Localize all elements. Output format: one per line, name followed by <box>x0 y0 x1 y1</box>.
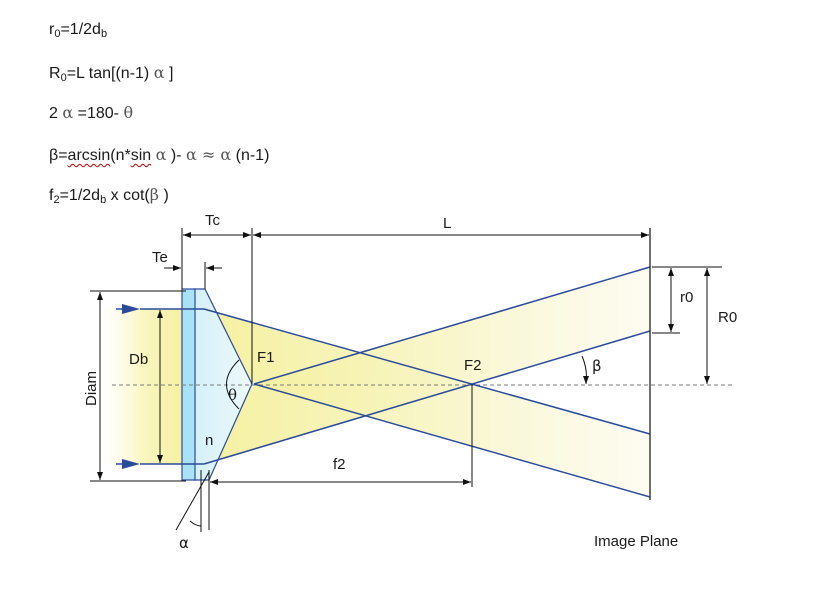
diam-arrow-bottom <box>97 472 103 480</box>
te-arrow-right <box>206 265 214 271</box>
r0-arrow-bottom <box>668 324 674 332</box>
arrowhead-lower-ray <box>122 459 140 469</box>
alpha-arc <box>189 520 202 527</box>
ray-lower-inner <box>253 266 651 385</box>
label-f2-length: f2 <box>333 456 346 473</box>
label-tc: Tc <box>205 212 221 229</box>
label-alpha: α <box>179 534 189 552</box>
beta-arrow <box>583 376 589 384</box>
f2-arrow-right <box>463 479 471 485</box>
equation-beta: β=arcsin(n*sin α )- α ≈ α (n-1) <box>49 145 270 164</box>
label-theta: θ <box>228 386 237 404</box>
label-f1: F1 <box>257 349 275 366</box>
R0-arrow-bottom <box>704 376 710 384</box>
label-db: Db <box>129 351 148 368</box>
upper-output-beam <box>204 310 650 497</box>
f2-arrow-left <box>210 479 218 485</box>
label-te: Te <box>152 249 168 266</box>
label-l: L <box>443 215 451 232</box>
ray-upper-outer <box>203 308 651 435</box>
db-arrow-bottom <box>157 455 163 463</box>
label-diam: Diam <box>83 371 100 406</box>
l-arrow-right <box>641 232 649 238</box>
label-f2-point: F2 <box>464 357 482 374</box>
equation-f2: f2=1/2db x cot(β ) <box>49 185 169 206</box>
l-arrow-left <box>253 232 261 238</box>
label-R0: R0 <box>718 309 737 326</box>
ray-lower-outer <box>203 330 651 465</box>
db-arrow-top <box>157 310 163 318</box>
label-n: n <box>205 432 213 449</box>
incident-beam <box>100 309 185 464</box>
r0-arrow-top <box>668 268 674 276</box>
arrowhead-upper-ray <box>122 304 140 314</box>
equation-r0: r0=1/2db <box>49 21 108 40</box>
R0-arrow-top <box>704 268 710 276</box>
equation-alpha: 2 α =180- θ <box>49 103 134 122</box>
tc-arrow-right <box>243 232 251 238</box>
alpha-ray-line <box>175 471 210 531</box>
ray-upper-inner <box>253 383 651 498</box>
tc-arrow-left <box>183 232 191 238</box>
label-r0: r0 <box>680 289 693 306</box>
diam-arrow-top <box>97 292 103 300</box>
lower-output-beam <box>204 267 650 464</box>
theta-arc <box>226 359 240 410</box>
label-image-plane: Image Plane <box>594 533 678 550</box>
te-arrow-left <box>173 265 181 271</box>
equation-R0: R0=L tan[(n-1) α ] <box>49 63 174 84</box>
label-beta: β <box>592 357 602 375</box>
